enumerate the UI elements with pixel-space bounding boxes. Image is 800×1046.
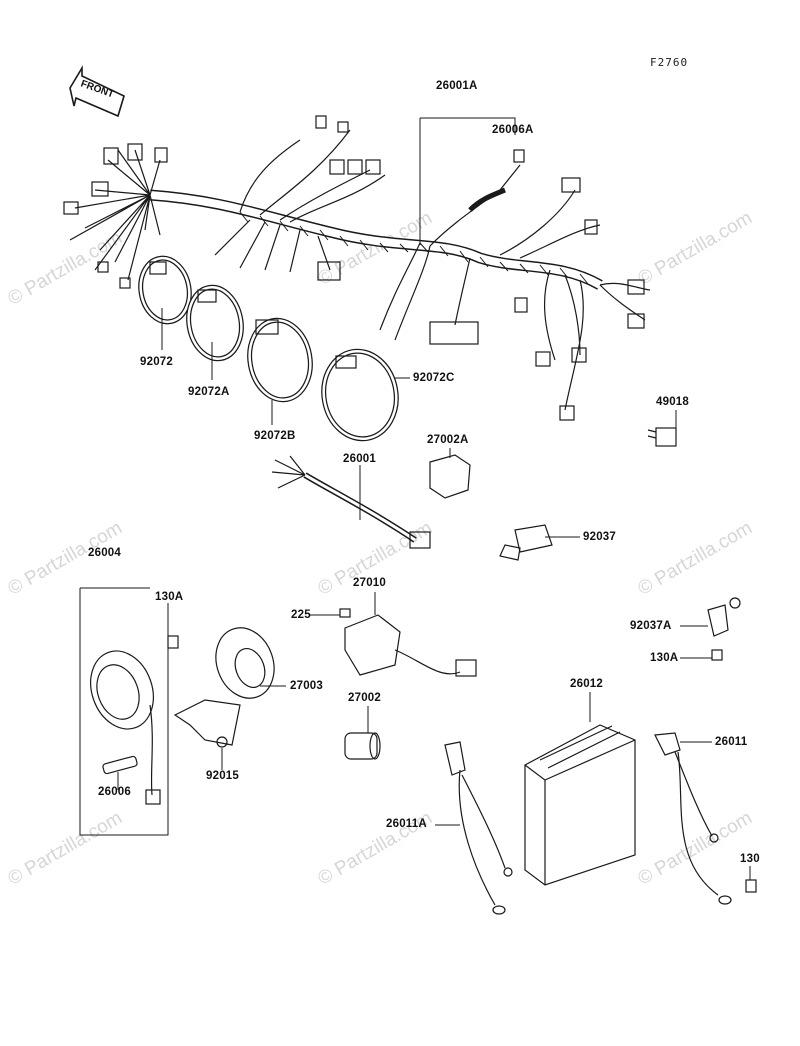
part-label-26006A[interactable]: 26006A [492, 124, 534, 136]
part-label-92015[interactable]: 92015 [206, 770, 239, 782]
battery-cable-26011A [444, 741, 513, 915]
terminal-cover-92037A [707, 597, 741, 661]
part-label-26011[interactable]: 26011 [715, 736, 748, 748]
relay-27002A [429, 454, 471, 499]
battery-cable-26011 [654, 732, 757, 905]
part-label-27002[interactable]: 27002 [348, 692, 381, 704]
part-label-92072A[interactable]: 92072A [188, 386, 230, 398]
horn-group-26004 [79, 587, 275, 836]
part-label-130[interactable]: 130 [740, 853, 760, 865]
figure-code: F2760 [650, 56, 689, 69]
part-label-27010[interactable]: 27010 [353, 577, 386, 589]
part-label-26012[interactable]: 26012 [570, 678, 603, 690]
part-label-92037A[interactable]: 92037A [630, 620, 672, 632]
part-label-130A-right[interactable]: 130A [650, 652, 679, 664]
relay-49018 [647, 427, 677, 447]
part-label-26001A[interactable]: 26001A [436, 80, 478, 92]
part-label-92072[interactable]: 92072 [140, 356, 173, 368]
part-label-27002A[interactable]: 27002A [427, 434, 469, 446]
part-label-92072B[interactable]: 92072B [254, 430, 296, 442]
part-label-49018[interactable]: 49018 [656, 396, 689, 408]
part-label-130A-left[interactable]: 130A [155, 591, 184, 603]
part-label-26011A[interactable]: 26011A [386, 818, 427, 830]
relay-27002 [344, 732, 381, 760]
part-label-27003[interactable]: 27003 [290, 680, 323, 692]
part-label-92037[interactable]: 92037 [583, 531, 616, 543]
control-unit-27010 [339, 608, 477, 677]
terminal-cover-92037 [499, 524, 553, 561]
part-label-26006[interactable]: 26006 [98, 786, 131, 798]
main-harness [63, 115, 651, 421]
battery-26012 [524, 724, 636, 886]
harness-clamp-92072A [186, 284, 244, 362]
harness-clamp-92072C [321, 348, 399, 442]
part-label-225[interactable]: 225 [291, 609, 311, 621]
front-arrow-icon [69, 65, 125, 118]
part-label-92072C[interactable]: 92072C [413, 372, 455, 384]
part-label-26004[interactable]: 26004 [88, 547, 121, 559]
harness-clamp-92072 [138, 255, 192, 325]
sub-harness-26001 [271, 455, 431, 549]
harness-clamp-92072B [247, 317, 313, 403]
part-label-26001[interactable]: 26001 [343, 453, 376, 465]
